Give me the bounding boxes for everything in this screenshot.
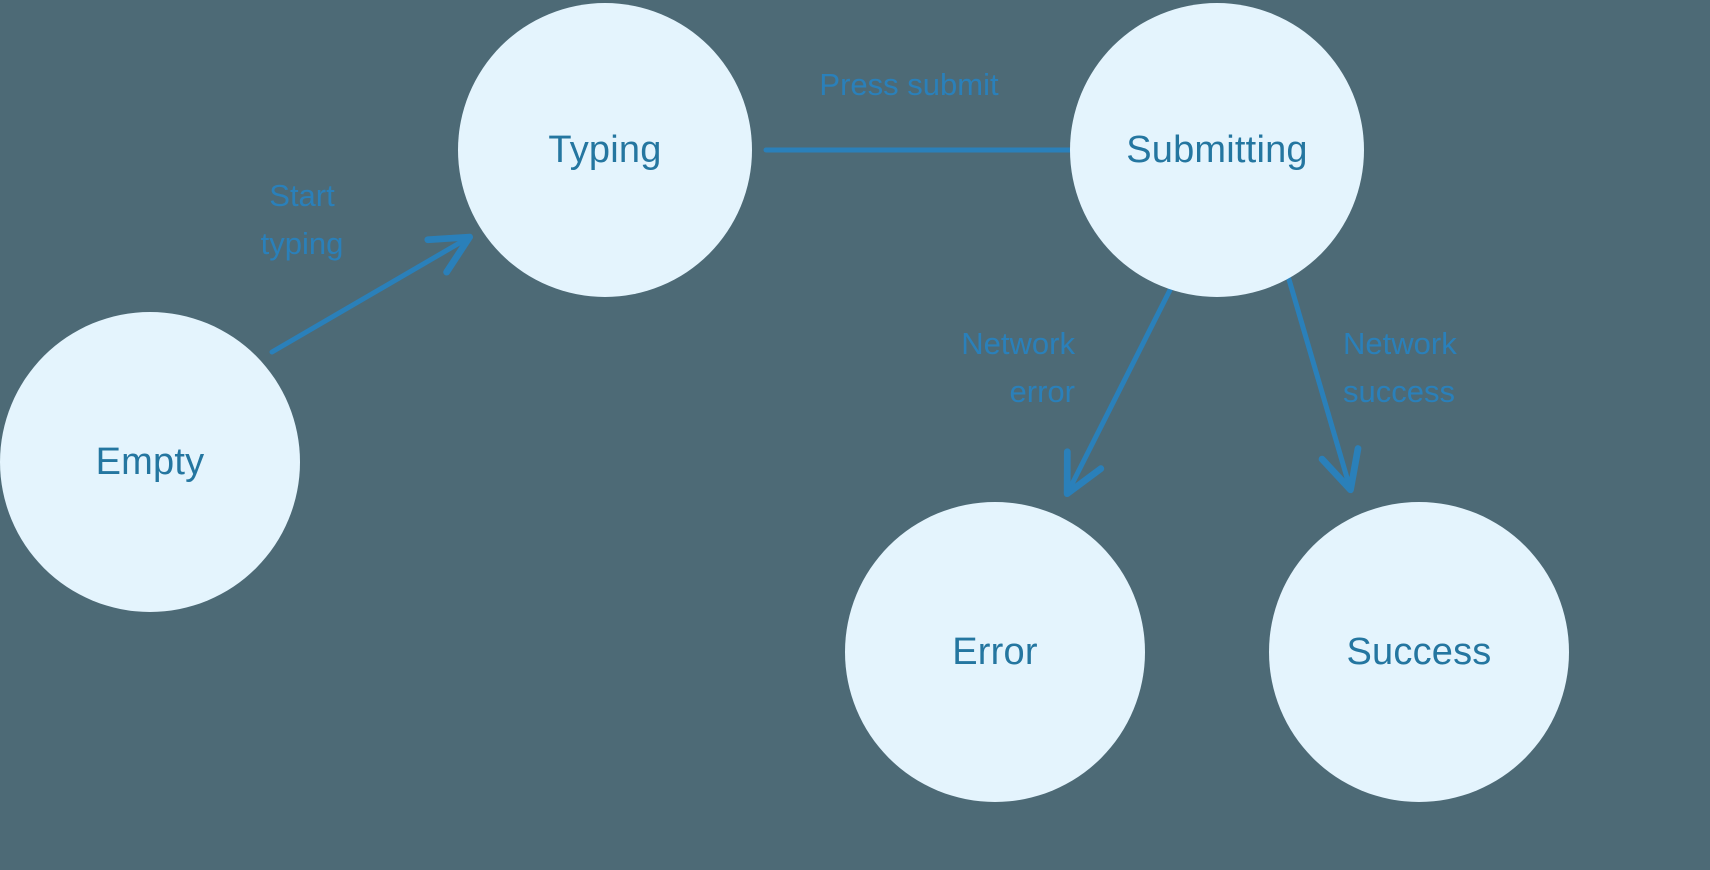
- state-node-empty-label: Empty: [95, 441, 205, 483]
- edge-label-network-success: Network success: [1343, 326, 1457, 410]
- state-node-empty[interactable]: Empty: [0, 312, 300, 612]
- state-node-submitting-label: Submitting: [1126, 129, 1308, 171]
- edge-empty-to-typing: [269, 233, 473, 355]
- edge-label-start-typing: Start typing: [260, 178, 344, 262]
- state-node-success-label: Success: [1346, 631, 1492, 673]
- edge-label-network-error: Network error: [961, 326, 1075, 410]
- edge-submitting-to-error: [1063, 287, 1173, 498]
- edge-submitting-to-success: [1285, 273, 1362, 494]
- state-node-submitting[interactable]: Submitting: [1070, 3, 1364, 297]
- state-node-typing[interactable]: Typing: [458, 3, 752, 297]
- state-node-error[interactable]: Error: [845, 502, 1145, 802]
- state-node-typing-label: Typing: [548, 129, 662, 171]
- state-node-error-label: Error: [952, 631, 1038, 673]
- edge-label-press-submit: Press submit: [819, 67, 999, 102]
- state-node-success[interactable]: Success: [1269, 502, 1569, 802]
